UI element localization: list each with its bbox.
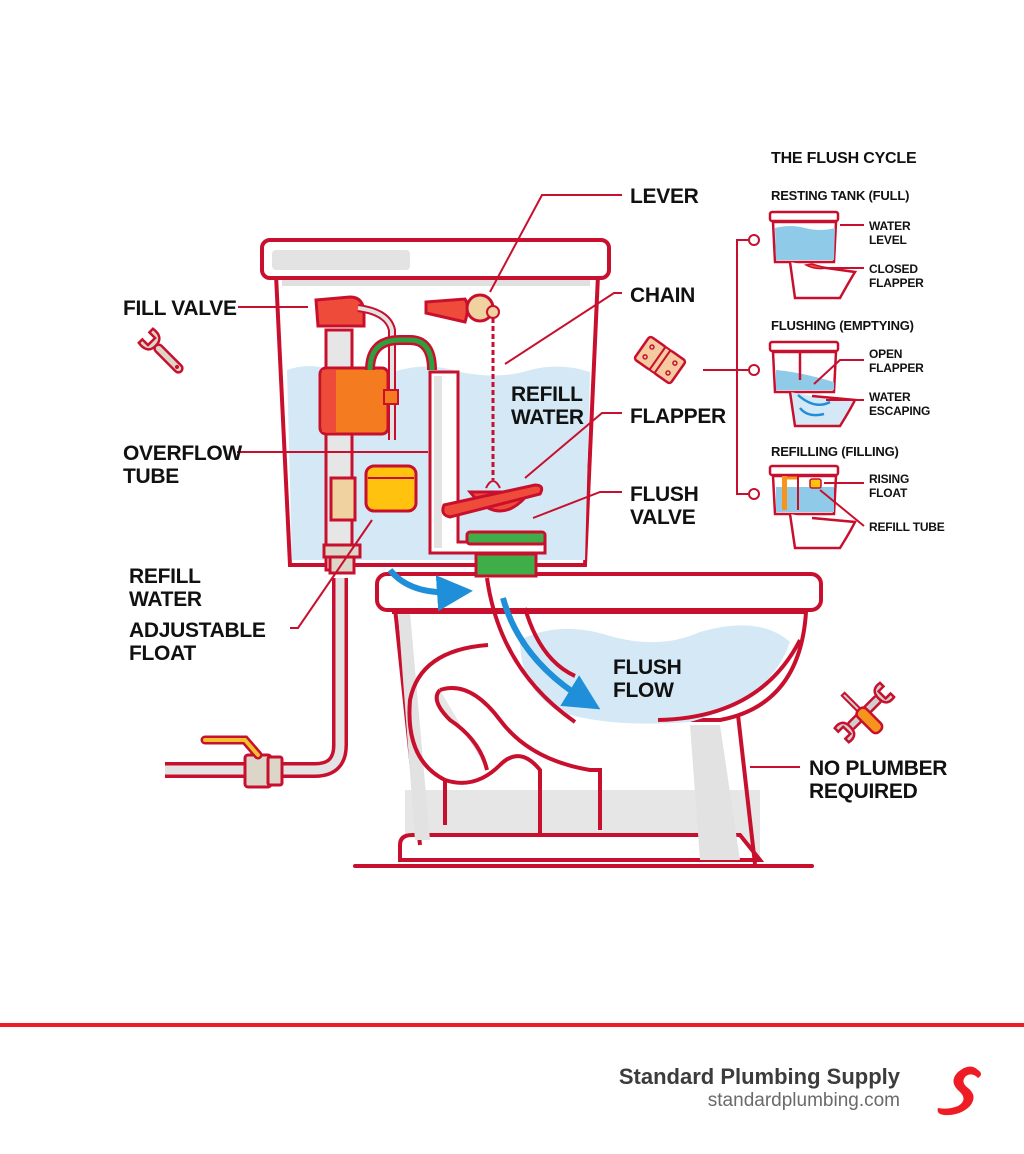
label-overflow-tube: OVERFLOW (123, 442, 242, 465)
label-no-plumber: NO PLUMBER (809, 757, 947, 780)
label-refill-water-tank: REFILL (511, 383, 583, 406)
toilet-bowl (353, 568, 823, 868)
label-refill-water-2: WATER (129, 588, 202, 611)
label-flush-flow: FLUSH (613, 656, 682, 679)
label-flush-valve: FLUSH (630, 483, 699, 506)
stage-title-resting: RESTING TANK (FULL) (771, 188, 909, 203)
fill-valve (314, 295, 399, 575)
label-overflow-tube-2: TUBE (123, 465, 179, 488)
brand-name: Standard Plumbing Supply (618, 1064, 900, 1089)
label-lever: LEVER (630, 185, 699, 208)
label-flapper: FLAPPER (630, 405, 726, 428)
wrench-screwdriver-icon (833, 681, 896, 744)
brand-logo-icon (937, 1066, 981, 1116)
flush-cycle-panel: THE FLUSH CYCLE RESTING TANK (FULL) WATE… (703, 150, 945, 550)
callout-refill-tube: REFILL TUBE (869, 520, 945, 534)
callout-closed-flapper-2: FLAPPER (869, 276, 924, 290)
mini-toilet-flushing (768, 340, 857, 428)
brand-url: standardplumbing.com (707, 1090, 900, 1111)
flush-cycle-title: THE FLUSH CYCLE (771, 150, 917, 167)
hinge-icon (633, 335, 687, 385)
label-no-plumber-2: REQUIRED (809, 780, 918, 803)
label-adjustable-float: ADJUSTABLE (129, 619, 266, 642)
valve-handle (203, 738, 260, 757)
toilet-tank (260, 238, 611, 578)
label-flush-flow-2: FLOW (613, 679, 674, 702)
float (364, 464, 418, 513)
callout-open-flapper-2: FLAPPER (869, 361, 924, 375)
label-refill-water-tank-2: WATER (511, 406, 584, 429)
supply-line (165, 578, 348, 789)
callout-open-flapper: OPEN (869, 347, 902, 361)
label-adjustable-float-2: FLOAT (129, 642, 196, 665)
footer-divider (0, 1023, 1024, 1027)
refill-tube (367, 337, 435, 371)
lever (424, 293, 500, 324)
callout-water-escaping: WATER (869, 390, 911, 404)
callout-water-level-2: LEVEL (869, 233, 907, 247)
stage-title-flushing: FLUSHING (EMPTYING) (771, 318, 914, 333)
cycle-bracket (703, 234, 760, 500)
callout-water-level: WATER (869, 219, 911, 233)
mini-toilet-resting (768, 210, 858, 300)
stage-title-refilling: REFILLING (FILLING) (771, 444, 899, 459)
brand-block: Standard Plumbing Supply standardplumbin… (619, 1064, 900, 1112)
leader-lines (237, 194, 800, 768)
callout-water-escaping-2: ESCAPING (869, 404, 930, 418)
flapper (441, 483, 544, 519)
label-fill-valve: FILL VALVE (123, 297, 237, 320)
callout-rising-float-2: FLOAT (869, 486, 908, 500)
label-refill-water: REFILL (129, 565, 201, 588)
mini-toilet-refilling (768, 464, 857, 550)
flush-valve-seat (465, 530, 547, 546)
label-flush-valve-2: VALVE (630, 506, 696, 529)
wrench-icon (137, 327, 184, 374)
label-chain: CHAIN (630, 284, 695, 307)
callout-closed-flapper: CLOSED (869, 262, 918, 276)
callout-rising-float: RISING (869, 472, 909, 486)
